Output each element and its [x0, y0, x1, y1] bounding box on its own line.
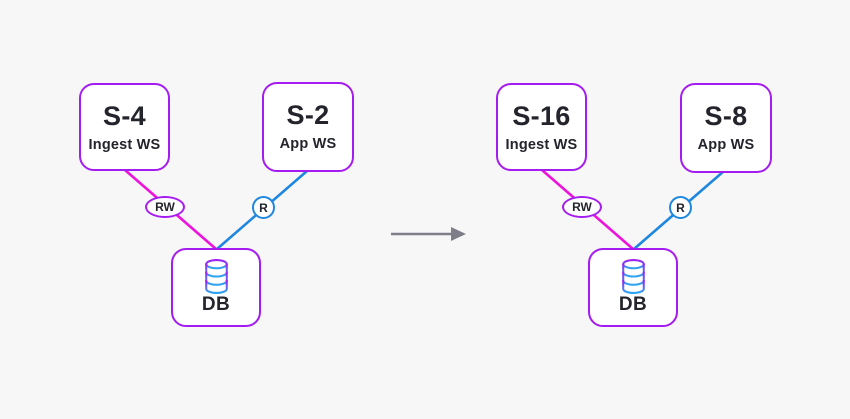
edge-label-r: R	[669, 196, 692, 219]
database-icon	[204, 259, 228, 294]
node-subtitle: App WS	[697, 137, 755, 153]
edge-label-rw: RW	[562, 196, 602, 218]
edge-label-r: R	[252, 196, 275, 219]
edge-label-text: R	[259, 200, 268, 215]
edge-label-text: R	[676, 200, 685, 215]
node-s-8: S-8 App WS	[680, 83, 772, 173]
node-s-4: S-4 Ingest WS	[79, 83, 170, 171]
node-db-before: DB	[171, 248, 261, 327]
node-s-2: S-2 App WS	[262, 82, 354, 172]
node-title: S-2	[286, 100, 330, 130]
edge-label-rw: RW	[145, 196, 185, 218]
database-icon	[621, 259, 645, 294]
node-subtitle: Ingest WS	[505, 137, 578, 153]
node-title: DB	[618, 294, 648, 315]
node-s-16: S-16 Ingest WS	[496, 83, 587, 171]
edge-label-text: RW	[572, 200, 592, 214]
node-title: S-8	[704, 101, 748, 131]
node-title: S-16	[512, 101, 571, 131]
node-title: DB	[201, 294, 231, 315]
node-subtitle: Ingest WS	[88, 137, 161, 153]
arrow-right-icon	[391, 227, 466, 241]
edge-label-text: RW	[155, 200, 175, 214]
node-subtitle: App WS	[279, 136, 337, 152]
node-title: S-4	[103, 101, 146, 131]
node-db-after: DB	[588, 248, 678, 327]
